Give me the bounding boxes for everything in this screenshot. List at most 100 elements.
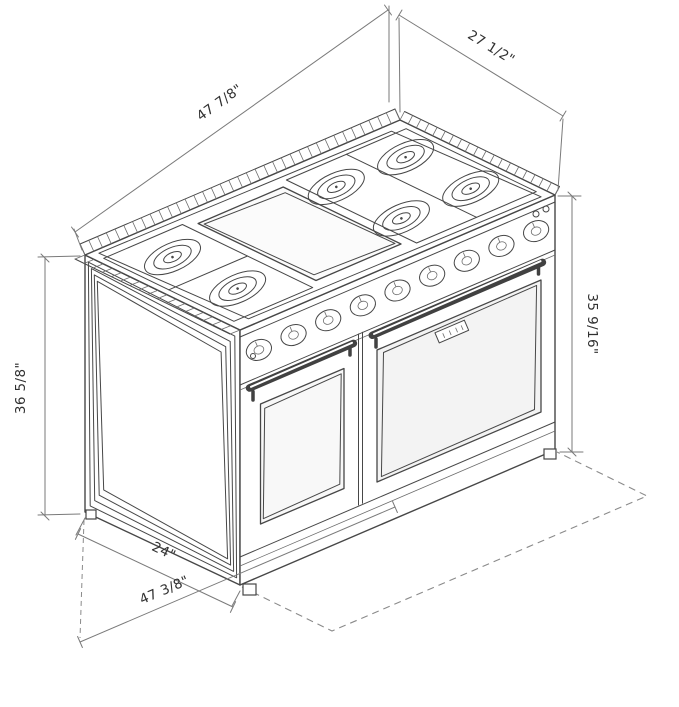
dimension-tick <box>384 4 392 16</box>
panel-emblem-2 <box>542 205 550 213</box>
hatch-tick <box>497 158 503 168</box>
hatch-tick <box>93 263 104 269</box>
hatch-tick <box>114 228 121 241</box>
dimension-label-top-width: 47 7/8" <box>194 81 246 124</box>
brand-plate <box>434 319 470 344</box>
knob-outer <box>453 249 480 272</box>
extension-line <box>557 118 564 191</box>
hatch-tick <box>464 142 471 152</box>
panel-frame-line <box>93 274 232 566</box>
hatch-tick <box>546 182 552 192</box>
hatch-tick <box>394 108 401 121</box>
knob-inner <box>461 256 473 266</box>
hatch-tick <box>184 307 195 313</box>
hatch-tick <box>554 186 560 196</box>
hatch-tick <box>147 289 159 295</box>
dimension-label-top-depth: 27 1/2" <box>465 27 518 68</box>
hatch-tick <box>473 146 479 156</box>
burner-cap <box>163 250 182 264</box>
dimension-tick <box>229 601 237 613</box>
hatch-tick <box>307 146 313 158</box>
window-inner-line <box>380 284 538 478</box>
griddle-plate <box>197 186 402 282</box>
dimension-tick <box>559 110 567 122</box>
hatch-tick <box>149 213 156 226</box>
burner-icon <box>377 139 435 176</box>
dimension-tick <box>40 253 50 263</box>
hatch-tick <box>399 111 405 121</box>
burner-outer-ring <box>372 200 430 237</box>
burner-cap <box>461 182 481 195</box>
front-right-foot <box>543 448 557 460</box>
hatch-tick <box>377 116 383 128</box>
burner-cap <box>326 180 346 194</box>
brand-plate-mark <box>448 330 452 336</box>
burner-icon <box>144 238 201 276</box>
hatch-tick <box>440 131 446 140</box>
burner-center <box>404 155 407 159</box>
control-knob-icon <box>315 309 342 332</box>
hatch-tick <box>120 276 131 282</box>
left-oven-window-inner-line <box>262 373 342 520</box>
dimension-tick <box>395 9 403 21</box>
burner-mid-ring <box>382 206 421 231</box>
knob-inner <box>357 300 369 310</box>
right-burner-grate <box>285 128 537 244</box>
hatch-tick <box>138 285 149 291</box>
hatch-tick <box>229 329 241 335</box>
kick-plate-top <box>239 421 556 558</box>
burner-mid-ring <box>153 244 192 270</box>
hatch-tick <box>140 217 147 229</box>
burner-center <box>236 287 239 290</box>
hatch-tick <box>333 135 340 147</box>
left-grate-divider <box>168 255 248 291</box>
hatch-tick <box>83 259 95 264</box>
extension-line <box>398 17 401 113</box>
burner-outer-ring <box>377 139 435 176</box>
knob-inner <box>322 315 334 325</box>
hatch-tick <box>156 294 168 300</box>
burner-outer-ring <box>209 270 267 307</box>
right-oven-window-inner-line <box>380 284 538 478</box>
control-knob-icon <box>245 338 272 361</box>
burner-mid-ring <box>218 276 257 301</box>
panel-indicator-left <box>250 353 256 359</box>
window-inner-line <box>262 373 342 520</box>
hatch-tick <box>97 236 103 248</box>
dimension-label-height-right: 35 9/16" <box>584 293 600 354</box>
burner-mid-ring <box>451 176 490 202</box>
hatch-tick <box>193 195 200 207</box>
hatch-tick <box>166 298 177 304</box>
knob-pointer <box>255 341 258 347</box>
burner-mid-ring <box>317 174 356 200</box>
hatch-tick <box>132 221 138 233</box>
hatch-tick <box>105 232 112 244</box>
hatch-tick <box>219 183 226 196</box>
hatch-tick <box>513 166 520 176</box>
control-knob-icon <box>280 324 307 347</box>
hatch-tick <box>272 161 278 173</box>
control-panel-bottom <box>239 249 556 386</box>
knob-inner <box>426 271 438 281</box>
burner-icon <box>307 168 365 206</box>
burner-cap <box>392 212 411 225</box>
hatch-tick <box>129 281 140 286</box>
hatch-tick <box>202 316 213 322</box>
control-knob-icon <box>488 234 515 257</box>
hatch-tick <box>432 127 438 136</box>
hatch-tick <box>538 178 544 188</box>
hatch-tick <box>167 206 173 218</box>
extension-line <box>37 255 81 258</box>
control-knob-icon <box>349 294 376 317</box>
dimension-tick <box>567 447 577 457</box>
burner-cap <box>396 151 415 164</box>
left-burner-grate <box>103 224 314 322</box>
range-body <box>74 108 560 596</box>
hatch-tick <box>102 267 113 273</box>
burners <box>144 139 500 307</box>
hatch-tick <box>237 176 243 188</box>
knob-pointer <box>462 252 466 258</box>
griddle-inner-line <box>203 192 396 276</box>
burner-outer-ring <box>144 238 201 276</box>
